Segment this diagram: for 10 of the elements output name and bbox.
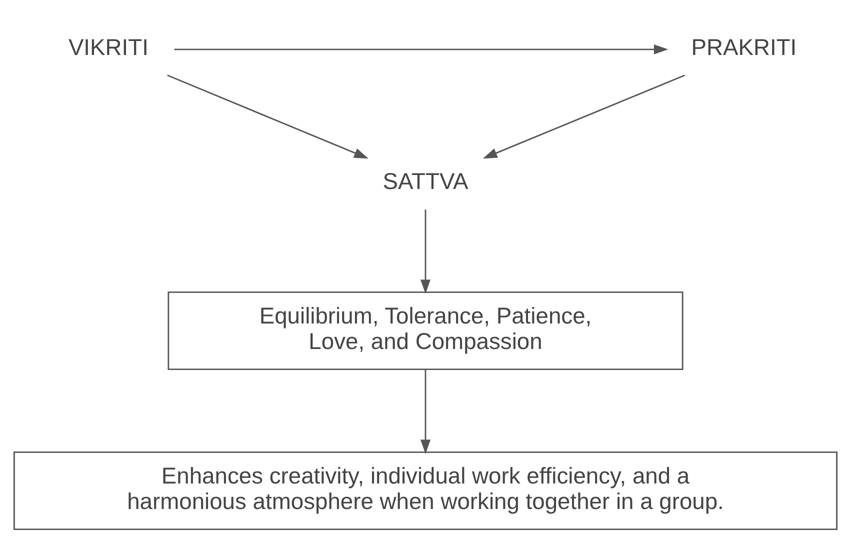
node-text: PRAKRITI (691, 33, 797, 60)
arrow (420, 368, 430, 454)
arrow (174, 44, 668, 54)
arrow (420, 209, 430, 294)
node-text: VIKRITI (68, 33, 148, 60)
node-box: Enhances creativity, individual work efficiency, and a harmonious atmosphere when working together in a group. (13, 450, 838, 530)
arrow (482, 74, 686, 158)
node-text: SATTVA (382, 168, 468, 194)
arrow (167, 74, 368, 158)
node-box: Equilibrium, Tolerance, Patience, Love, and Compassion (168, 291, 684, 370)
